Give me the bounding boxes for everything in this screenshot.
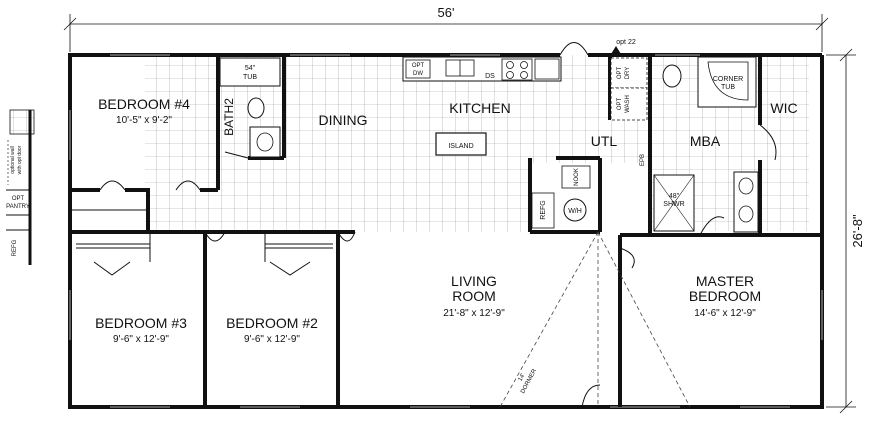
wic-name: WIC [770, 100, 797, 116]
opt-wash-line1: OPT [617, 98, 623, 111]
interior-walls [70, 55, 822, 407]
shower-line1: 48" [669, 193, 680, 200]
opt-dry-line1: OPT [617, 67, 623, 80]
opt22-marker [611, 46, 621, 54]
opt-dw-line2: DW [413, 71, 423, 77]
dormer-line1: 14' [518, 373, 527, 383]
opt22-label: opt 22 [616, 39, 636, 46]
depth-dimension [826, 48, 856, 414]
width-dimension [63, 14, 829, 52]
depth-label: 26'-8" [850, 214, 865, 248]
utility-appliances [531, 57, 648, 229]
bedroom3-size: 9'-6" x 12'-9" [113, 334, 169, 345]
shower-line2: SHWR [663, 201, 684, 208]
bedroom2-name: BEDROOM #2 [226, 315, 318, 331]
side-pantry-line1: OPT [12, 196, 25, 202]
side-refg-label: REFG [12, 239, 18, 256]
epb-label: EPB [640, 154, 646, 166]
side-detail [6, 109, 35, 265]
bedroom2-size: 9'-6" x 12'-9" [244, 334, 300, 345]
tub-label-line1: 54" [245, 65, 256, 72]
dormer-lines [499, 231, 691, 408]
dining-name: DINING [319, 112, 368, 128]
opt-wash-line2: WASH [625, 95, 631, 113]
living-name-line1: LIVING [451, 273, 497, 289]
master-size: 14'-6" x 12'-9" [694, 308, 756, 319]
side-note-line2: with opt door [17, 145, 23, 174]
bedroom3-name: BEDROOM #3 [95, 315, 187, 331]
windows [69, 54, 823, 408]
kitchen-island [435, 132, 487, 156]
kitchen-counters [402, 56, 562, 82]
master-name-line2: BEDROOM [689, 288, 761, 304]
side-pantry-line2: PANTRY [6, 204, 30, 210]
kitchen-name: KITCHEN [449, 100, 510, 116]
opt-dry-line2: DRY [625, 67, 631, 80]
living-size: 21'-8" x 12'-9" [443, 308, 505, 319]
refg-label: REFG [540, 200, 547, 219]
master-bath-fixtures [653, 56, 759, 233]
living-name-line2: ROOM [452, 288, 496, 304]
utl-name: UTL [591, 133, 618, 149]
mba-name: MBA [690, 133, 721, 149]
nook-label: NOOK [574, 168, 580, 186]
door-swings [93, 42, 777, 408]
wh-label: W/H [568, 208, 582, 215]
island-label: ISLAND [448, 143, 473, 150]
bedroom4-name: BEDROOM #4 [98, 96, 190, 112]
corner-tub-line2: TUB [721, 84, 735, 91]
corner-tub-line1: CORNER [713, 76, 743, 83]
bath2-name: BATH2 [222, 98, 236, 136]
bedroom4-size: 10'-5" x 9'-2" [116, 115, 172, 126]
opt-dw-line1: OPT [412, 63, 425, 69]
tub-label-line2: TUB [243, 74, 257, 81]
side-note-line1: optional wall [10, 146, 16, 174]
master-name-line1: MASTER [696, 273, 754, 289]
ds-label: DS [485, 73, 495, 80]
width-label: 56' [438, 5, 455, 20]
bath2-fixtures [219, 57, 281, 158]
